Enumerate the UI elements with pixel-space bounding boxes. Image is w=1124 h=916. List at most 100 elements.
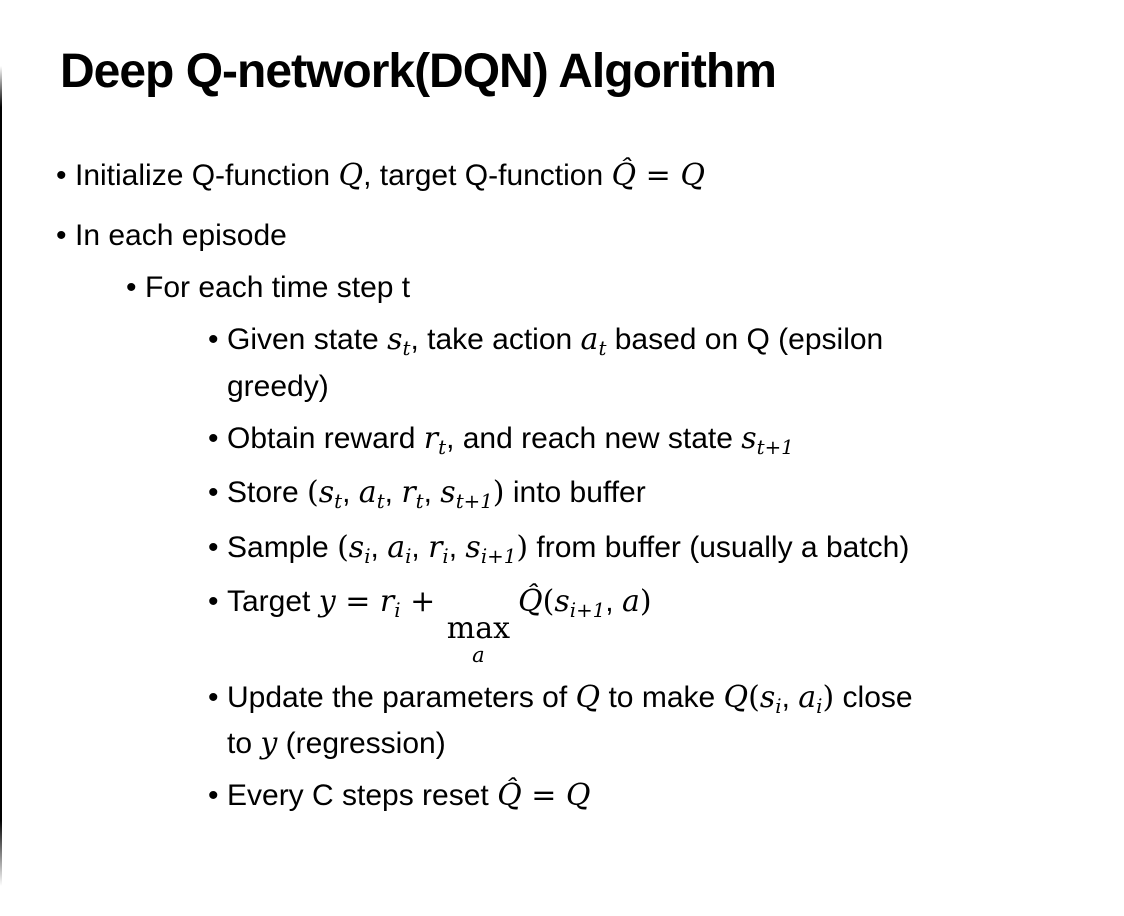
math-paren-close: ) bbox=[639, 583, 652, 619]
math-operator-equals: = bbox=[636, 158, 681, 194]
math-symbol-q-hat: Q̂ bbox=[497, 778, 522, 814]
text-segment: , bbox=[423, 476, 441, 510]
math-operator-equals: = bbox=[335, 583, 380, 619]
bullet-icon: • bbox=[208, 584, 219, 618]
math-symbol-y: y bbox=[318, 583, 336, 619]
text-segment: based on Q (epsilon bbox=[606, 323, 884, 357]
text-segment: Update the parameters of bbox=[227, 680, 576, 714]
math-subscript-t: t bbox=[334, 490, 343, 514]
math-symbol-q-hat: Q̂ bbox=[518, 583, 543, 619]
math-paren-close: ) bbox=[822, 679, 835, 715]
bullet-list: • Initialize Q-function Q, target Q-func… bbox=[0, 155, 1124, 817]
max-subscript-a: a bbox=[472, 642, 485, 667]
bullet-obtain-reward: • Obtain reward rt, and reach new state … bbox=[0, 418, 1124, 461]
text-segment: from buffer (usually a batch) bbox=[528, 530, 910, 564]
text-segment: (regression) bbox=[277, 727, 446, 760]
bullet-icon: • bbox=[208, 680, 219, 714]
math-symbol-r: r bbox=[401, 475, 416, 511]
text-segment: Given state bbox=[227, 323, 388, 357]
text-segment: to bbox=[227, 727, 261, 760]
math-paren-open: ( bbox=[307, 475, 319, 511]
max-label: max bbox=[446, 610, 511, 646]
math-symbol-s: s bbox=[465, 529, 481, 565]
bullet-icon: • bbox=[208, 422, 219, 455]
bullet-icon: • bbox=[56, 218, 67, 252]
math-symbol-y: y bbox=[260, 726, 278, 761]
math-symbol-s: s bbox=[741, 421, 757, 456]
bullet-store-into-buffer: • Store (st, at, rt, st+1) into buffer bbox=[0, 472, 1124, 515]
bullet-icon: • bbox=[208, 530, 219, 564]
text-segment: Every C steps reset bbox=[227, 779, 498, 813]
math-subscript-i: i bbox=[775, 694, 782, 718]
bullet-text: Every C steps reset Q̂ = Q bbox=[227, 775, 591, 816]
math-subscript-t-plus-1: t+1 bbox=[756, 435, 794, 459]
text-segment: , target Q-function bbox=[363, 159, 612, 193]
math-symbol-a: a bbox=[358, 475, 377, 511]
math-subscript-t: t bbox=[402, 337, 411, 361]
math-paren-open: ( bbox=[337, 529, 349, 565]
bullet-text: Sample (si, ai, ri, si+1) from buffer (u… bbox=[227, 527, 909, 570]
text-segment: Initialize Q-function bbox=[75, 159, 339, 193]
slide: Deep Q-network(DQN) Algorithm • Initiali… bbox=[0, 44, 1124, 886]
bullet-text: greedy) bbox=[227, 366, 329, 407]
text-segment: Target bbox=[227, 584, 319, 618]
math-symbol-a: a bbox=[798, 679, 817, 715]
math-symbol-q-hat: Q̂ bbox=[611, 158, 637, 194]
math-symbol-r: r bbox=[423, 421, 439, 456]
bullet-text: Obtain reward rt, and reach new state st… bbox=[227, 418, 794, 461]
bullet-in-each-episode: • In each episode bbox=[0, 215, 1124, 256]
bullet-text: Update the parameters of Q to make Q(si,… bbox=[227, 677, 913, 720]
math-symbol-r: r bbox=[379, 583, 395, 619]
bullet-for-each-time-step: • For each time step t bbox=[0, 267, 1124, 308]
math-subscript-t-plus-1: t+1 bbox=[455, 490, 493, 514]
math-symbol-a: a bbox=[387, 529, 406, 565]
math-symbol-q: Q bbox=[575, 679, 601, 715]
bullet-sample-from-buffer: • Sample (si, ai, ri, si+1) from buffer … bbox=[0, 527, 1124, 570]
math-symbol-a: a bbox=[621, 583, 640, 619]
bullet-initialize-q-functions: • Initialize Q-function Q, target Q-func… bbox=[0, 155, 1124, 196]
math-subscript-i: i bbox=[816, 694, 823, 718]
math-subscript-i-plus-1: i+1 bbox=[480, 544, 517, 568]
math-paren-close: ) bbox=[492, 475, 505, 511]
math-subscript-i: i bbox=[364, 544, 371, 568]
text-segment: close bbox=[834, 680, 913, 714]
math-symbol-s: s bbox=[554, 583, 570, 619]
bullet-update-parameters: • Update the parameters of Q to make Q(s… bbox=[0, 677, 1124, 720]
bullet-text: Initialize Q-function Q, target Q-functi… bbox=[75, 155, 705, 196]
bullet-icon: • bbox=[126, 270, 137, 304]
math-symbol-s: s bbox=[387, 322, 403, 358]
math-symbol-q: Q bbox=[338, 158, 364, 194]
math-paren-close: ) bbox=[516, 529, 529, 565]
text-segment: , and reach new state bbox=[446, 422, 742, 455]
math-paren-open: ( bbox=[542, 583, 555, 619]
slide-title: Deep Q-network(DQN) Algorithm bbox=[60, 45, 777, 98]
bullet-given-state-continuation: greedy) bbox=[0, 366, 1124, 407]
bullet-text: In each episode bbox=[75, 215, 287, 256]
bullet-text: to y (regression) bbox=[227, 723, 446, 764]
text-segment: For each time step t bbox=[145, 270, 411, 304]
text-segment: , bbox=[370, 530, 388, 564]
math-subscript-t: t bbox=[438, 435, 447, 459]
text-segment: Obtain reward bbox=[227, 422, 424, 455]
bullet-update-parameters-continuation: to y (regression) bbox=[0, 723, 1124, 764]
bullet-icon: • bbox=[208, 779, 219, 813]
math-symbol-q: Q bbox=[680, 158, 705, 194]
text-segment: into buffer bbox=[504, 476, 646, 510]
math-subscript-t: t bbox=[415, 490, 424, 514]
text-segment: , bbox=[342, 476, 359, 510]
math-subscript-t: t bbox=[376, 490, 385, 514]
text-segment: Sample bbox=[227, 530, 338, 564]
math-subscript-i-plus-1: i+1 bbox=[569, 598, 606, 622]
math-subscript-i: i bbox=[405, 544, 412, 568]
text-segment: , bbox=[605, 584, 622, 618]
math-symbol-s: s bbox=[440, 475, 456, 511]
bullet-reset-target-network: • Every C steps reset Q̂ = Q bbox=[0, 775, 1124, 816]
bullet-text: For each time step t bbox=[145, 267, 410, 308]
text-segment: , bbox=[384, 476, 402, 510]
bullet-text: Store (st, at, rt, st+1) into buffer bbox=[227, 472, 646, 515]
math-subscript-i: i bbox=[442, 544, 449, 568]
text-segment: to make bbox=[600, 680, 724, 714]
